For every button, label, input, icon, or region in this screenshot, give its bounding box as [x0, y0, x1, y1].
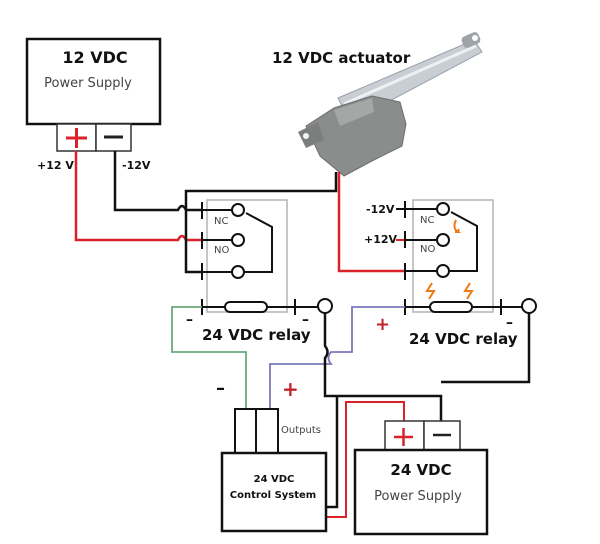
relay-right: -12V +12V NC NO + – 24 VDC relay: [364, 199, 537, 348]
relay-right-com-contact: [436, 264, 450, 278]
relay-left-no-contact: [231, 233, 245, 247]
psu-12vdc-subtitle: Power Supply: [44, 76, 132, 91]
wire-positive-24v: [327, 401, 405, 518]
psu-12vdc-body: [25, 37, 162, 126]
relay-right-input-pos-label: +12V: [364, 233, 398, 246]
relay-left-nc-label: NC: [214, 216, 228, 227]
control-system-title: 24 VDC: [254, 474, 295, 485]
wire-actuator-negative: [184, 172, 338, 274]
wire-negative-24v-bus: [323, 313, 443, 425]
spark-icon: [425, 282, 436, 300]
wire-control-negative: [327, 396, 339, 509]
relay-right-nc-contact: [436, 202, 450, 216]
control-system-body: [220, 451, 328, 533]
wire-right-relay-negative: [441, 313, 531, 384]
relay-left-no-label: NO: [214, 245, 229, 256]
relay-right-nc-label: NC: [420, 215, 434, 226]
relay-right-coil: [429, 301, 473, 313]
relay-right-coil-minus: –: [506, 315, 513, 331]
psu-24vdc-body: [353, 448, 489, 536]
psu-12vdc: 12 VDC Power Supply: [25, 37, 162, 152]
wire-control-output-2: [269, 306, 405, 410]
psu-12vdc-title: 12 VDC: [62, 48, 127, 67]
wire-control-output-1: [171, 306, 247, 410]
psu-24vdc: 24 VDC Power Supply: [353, 420, 489, 536]
relay-left-switch-arm: [244, 212, 273, 273]
relay-right-no-label: NO: [420, 244, 435, 255]
relay-right-coil-terminal: [521, 298, 537, 314]
control-output-minus: –: [216, 378, 225, 399]
relay-left-coil-minus-left: –: [186, 312, 193, 328]
wire-label-negative-12v: -12V: [122, 159, 151, 172]
psu-24vdc-subtitle: Power Supply: [374, 489, 462, 504]
wire-actuator-positive: [337, 172, 405, 273]
relay-left-com-contact: [231, 265, 245, 279]
actuator-image: [298, 32, 483, 177]
relay-left-label: 24 VDC relay: [202, 326, 311, 344]
plus-icon: [394, 428, 413, 446]
relay-right-no-contact: [436, 233, 450, 247]
relay-right-coil-plus: +: [375, 314, 390, 335]
switch-motion-arrow-icon: [453, 219, 462, 233]
control-output-plus: +: [282, 377, 299, 401]
relay-left-coil: [224, 301, 268, 313]
relay-left-coil-terminal: [317, 298, 333, 314]
wire-label-positive-12v: +12 V: [37, 159, 74, 172]
psu-24vdc-title: 24 VDC: [390, 461, 451, 479]
relay-left-coil-minus-right: –: [302, 312, 309, 328]
control-system-24vdc: – + Outputs 24 VDC Control System: [216, 377, 328, 533]
actuator-label: 12 VDC actuator: [272, 49, 411, 67]
plus-icon: [66, 128, 87, 148]
relay-right-switch-arm: [449, 211, 478, 272]
control-system-subtitle: Control System: [230, 490, 316, 501]
control-output-terminal-2: [255, 408, 279, 454]
relay-left-nc-contact: [231, 203, 245, 217]
relay-left: NC NO – – 24 VDC relay: [186, 199, 333, 344]
control-output-terminal-1: [234, 408, 257, 454]
spark-icon: [463, 282, 474, 300]
control-outputs-label: Outputs: [281, 425, 321, 436]
relay-right-label: 24 VDC relay: [409, 330, 518, 348]
relay-right-input-neg-label: -12V: [366, 203, 395, 216]
actuator-12vdc: 12 VDC actuator: [272, 32, 483, 177]
